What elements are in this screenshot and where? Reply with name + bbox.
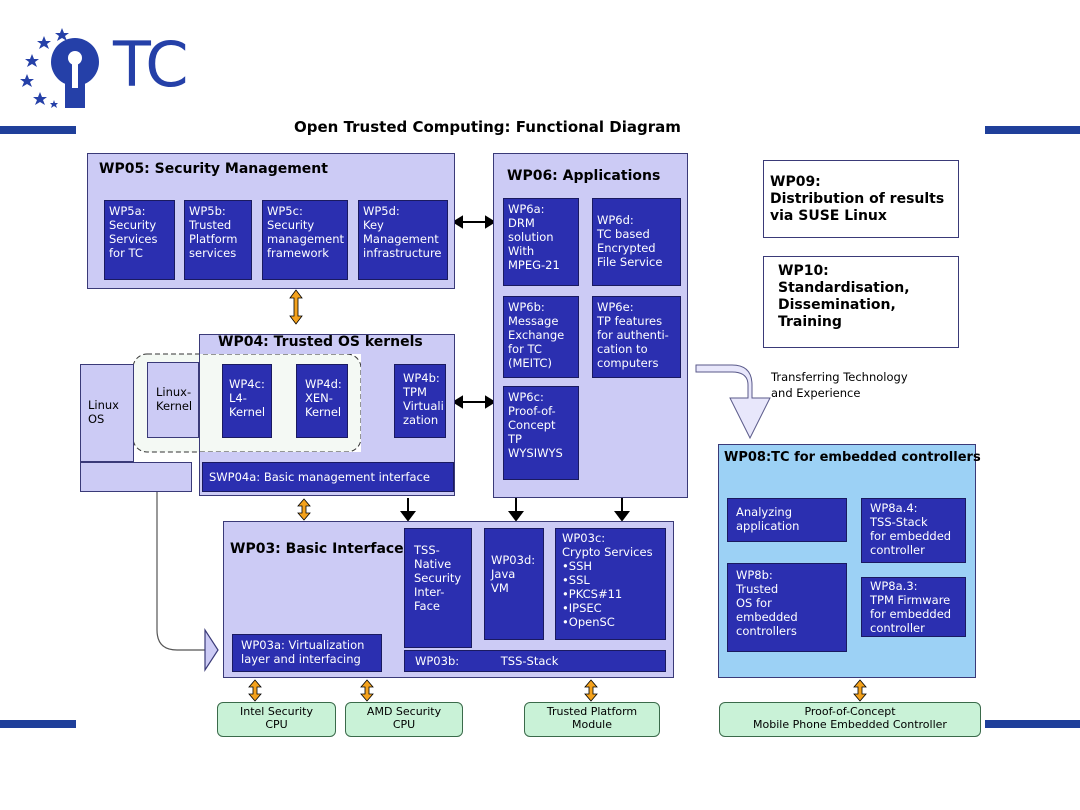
arrow-intel [248,679,262,702]
logo: TC [18,22,193,112]
bottom-right-bar [985,720,1080,728]
wp4b-box: WP4b: TPM Virtuali zation [394,364,446,438]
wp8a4-box: WP8a.4: TSS-Stack for embedded controlle… [861,498,966,563]
wp03-title: WP03: Basic Interface [230,541,404,557]
arrow-wp05-wp04 [289,289,303,325]
logo-emblem-icon [20,28,99,108]
wp4c-box: WP4c: L4- Kernel [222,364,272,438]
transfer-label: Transferring Technology and Experience [771,370,908,400]
wp5b-box: WP5b: Trusted Platform services [184,200,252,280]
arrow-tpm [584,679,598,702]
wp04-panel [199,334,455,496]
bottom-left-bar [0,720,76,728]
arrow-embedded [853,679,867,702]
wp04-title: WP04: Trusted OS kernels [218,334,423,350]
analyzing-application-box: Analyzing application [727,498,847,542]
wp03d-box: WP03d: Java VM [484,528,544,640]
wp8a3-box: WP8a.3: TPM Firmware for embedded contro… [861,577,966,637]
linux-kernel-box: Linux- Kernel [147,362,199,438]
tss-native-box: TSS- Native Security Inter- Face [404,528,472,648]
linux-os-box [80,364,134,462]
wp09-box: WP09: Distribution of results via SUSE L… [763,160,959,238]
wp06-title: WP06: Applications [507,168,661,184]
diagram-title: Open Trusted Computing: Functional Diagr… [294,118,681,136]
wp03c-box: WP03c: Crypto Services •SSH •SSL •PKCS#1… [555,528,666,640]
wp5a-box: WP5a: Security Services for TC [104,200,175,280]
top-right-bar [985,126,1080,134]
wp8b-box: WP8b: Trusted OS for embedded controller… [727,563,847,652]
arrow-wp04-wp03 [297,498,311,521]
wp08-title: WP08:TC for embedded controllers [724,450,981,465]
wp6d-box: WP6d: TC based Encrypted File Service [592,198,681,286]
wp03b-box: WP03b: TSS-Stack [404,650,666,672]
wp03a-box: WP03a: Virtualization layer and interfac… [232,634,382,672]
linux-os-base [80,462,192,492]
wp5d-box: WP5d: Key Management infrastructure [358,200,448,280]
wp6a-box: WP6a: DRM solution With MPEG-21 [503,198,579,286]
wp10-box: WP10: Standardisation, Dissemination, Tr… [763,256,959,348]
intel-security-cpu: Intel Security CPU [217,702,336,737]
amd-security-cpu: AMD Security CPU [345,702,463,737]
wp05-title: WP05: Security Management [99,161,328,177]
logo-text: TC [113,28,189,101]
top-left-bar [0,126,76,134]
wp03b-label: WP03b: [415,654,460,668]
wp6b-box: WP6b: Message Exchange for TC (MEITC) [503,296,579,378]
swp04a-box: SWP04a: Basic management interface [202,462,454,492]
wp5c-box: WP5c: Security management framework [262,200,348,280]
arrow-amd [360,679,374,702]
mobile-phone-embedded-controller: Proof-of-Concept Mobile Phone Embedded C… [719,702,981,737]
linux-os-label: Linux OS [88,398,119,426]
wp4d-box: WP4d: XEN- Kernel [296,364,348,438]
wp6c-box: WP6c: Proof-of- Concept TP WYSIWYS [503,386,579,480]
wp03b-text: TSS-Stack [500,654,559,668]
wp04-panel-fill-top [200,335,454,354]
wp6e-box: WP6e: TP features for authenti- cation t… [592,296,681,378]
trusted-platform-module: Trusted Platform Module [524,702,660,737]
